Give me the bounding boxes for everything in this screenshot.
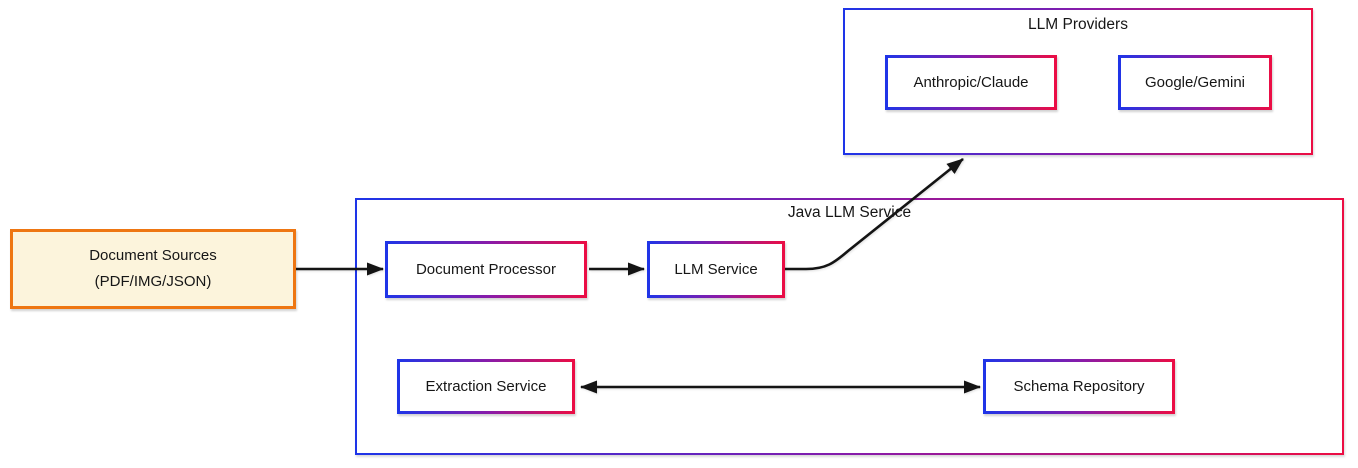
node-document-sources-label-line1: Document Sources [89, 247, 217, 264]
node-schema-repository: Schema Repository [983, 359, 1175, 414]
node-extraction-service-label: Extraction Service [425, 378, 547, 395]
node-document-sources: Document Sources (PDF/IMG/JSON) [10, 229, 296, 309]
node-google-gemini-label: Google/Gemini [1144, 74, 1246, 91]
node-schema-repository-label: Schema Repository [1013, 378, 1145, 395]
node-google-gemini: Google/Gemini [1118, 55, 1272, 110]
container-llm-providers-label: LLM Providers [1028, 16, 1128, 33]
node-anthropic-claude-label: Anthropic/Claude [913, 74, 1029, 91]
node-document-processor: Document Processor [385, 241, 587, 298]
node-document-sources-label-line2: (PDF/IMG/JSON) [94, 273, 212, 290]
container-java-llm-service-label: Java LLM Service [787, 204, 912, 221]
node-extraction-service: Extraction Service [397, 359, 575, 414]
node-llm-service: LLM Service [647, 241, 785, 298]
node-llm-service-label: LLM Service [674, 261, 758, 278]
node-anthropic-claude: Anthropic/Claude [885, 55, 1057, 110]
node-document-processor-label: Document Processor [415, 261, 557, 278]
container-java-llm-service: Java LLM Service [355, 198, 1344, 455]
